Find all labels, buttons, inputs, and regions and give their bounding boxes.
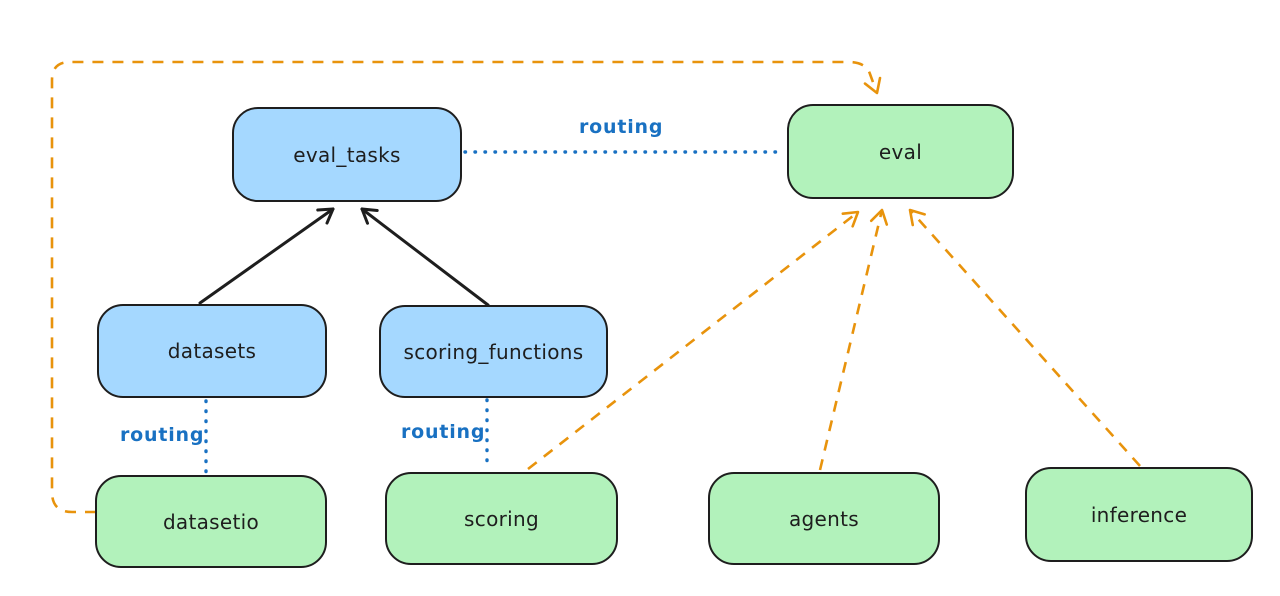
edge-datasets-to-eval-tasks — [198, 207, 335, 305]
edge-agents-to-eval — [818, 208, 889, 471]
edge-scoring-to-eval — [527, 210, 860, 471]
node-datasets-label: datasets — [167, 339, 257, 363]
edge-label-routing-scoring-functions-scoring: routing — [401, 421, 486, 443]
node-scoring-label: scoring — [464, 506, 539, 531]
node-scoring: scoring — [385, 472, 618, 565]
node-inference-label: inference — [1090, 502, 1188, 527]
node-agents-label: agents — [789, 506, 859, 531]
node-eval-tasks: eval_tasks — [232, 107, 462, 202]
node-datasetio-label: datasetio — [162, 509, 260, 534]
node-scoring-functions: scoring_functions — [379, 305, 608, 398]
edge-label-routing-eval-tasks-eval: routing — [579, 116, 664, 138]
node-eval-label: eval — [878, 139, 923, 164]
edge-label-routing-datasets-datasetio: routing — [120, 424, 205, 446]
node-eval-tasks-label: eval_tasks — [293, 142, 401, 167]
node-agents: agents — [708, 472, 940, 565]
node-scoring-functions-label: scoring_functions — [403, 339, 584, 364]
edge-inference-to-eval — [908, 208, 1141, 467]
node-inference: inference — [1025, 467, 1253, 562]
edge-scoring-functions-to-eval-tasks — [360, 207, 490, 307]
edge-datasetio-to-eval — [50, 60, 882, 514]
node-datasetio: datasetio — [95, 475, 327, 568]
node-datasets: datasets — [97, 304, 327, 398]
node-eval: eval — [787, 104, 1014, 199]
